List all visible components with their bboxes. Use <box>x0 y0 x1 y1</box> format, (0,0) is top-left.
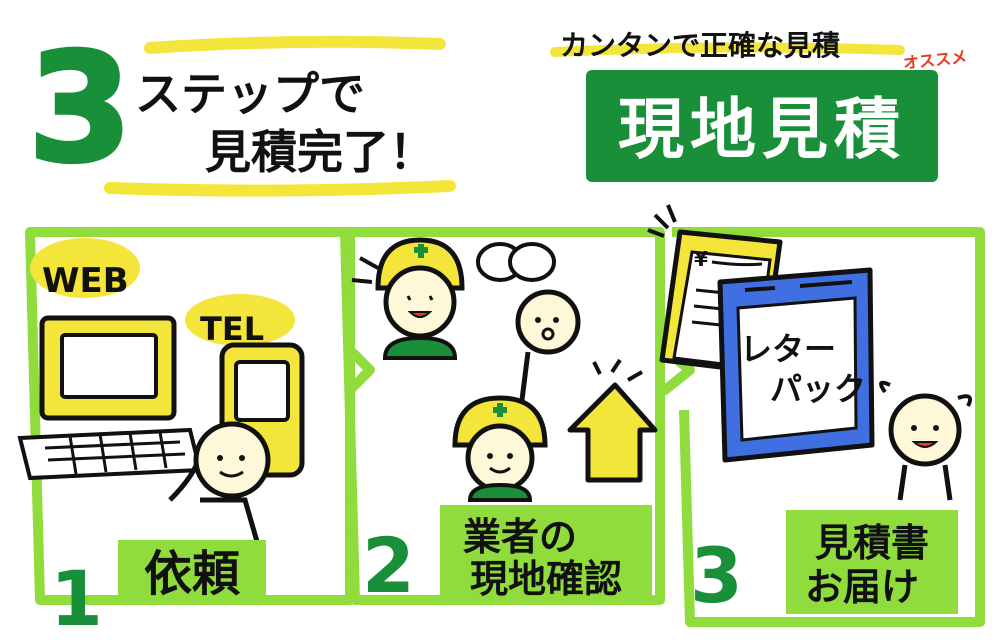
step1-person <box>168 421 271 546</box>
parcel-line1: レター <box>740 330 836 368</box>
step2-label-line2: 現地確認 <box>470 557 622 601</box>
house-icon <box>567 358 658 483</box>
header-group: 3 ステップで 見積完了！ <box>26 20 456 198</box>
speech-bubbles-icon <box>476 242 556 282</box>
step3-person <box>879 380 972 501</box>
badge-recommend: オススメ <box>902 47 968 73</box>
parcel-line2: パック <box>770 370 866 408</box>
step3-number: 3 <box>690 531 743 620</box>
step2-customer <box>515 289 581 401</box>
step2-label-line1: 業者の <box>463 515 577 559</box>
header-big-number: 3 <box>28 22 132 196</box>
step2-label-box <box>440 505 652 605</box>
badge-title-box <box>586 70 938 182</box>
sparkle-icon <box>647 204 677 238</box>
step3-label-line2: お届け <box>805 565 919 609</box>
step2-number: 2 <box>362 521 415 610</box>
step2-panel: 2 業者の 現地確認 <box>340 227 665 610</box>
step3-label-line1: 見積書 <box>815 521 929 565</box>
header-top-line <box>144 35 446 54</box>
badge-group: カンタンで正確な見積 オススメ 現地見積 <box>550 29 968 182</box>
step1-number: 1 <box>50 554 103 642</box>
arrow-1-icon <box>345 345 375 395</box>
worker-2 <box>452 395 548 502</box>
step3-label-box <box>786 510 958 614</box>
computer-icon <box>17 315 203 481</box>
worker-1 <box>351 237 465 360</box>
step2-frame <box>340 227 665 605</box>
header-line2: 見積完了！ <box>205 125 435 179</box>
header-bottom-line <box>104 180 456 197</box>
step1-label: 依頼 <box>144 546 241 602</box>
step1-label-box <box>118 540 266 602</box>
web-highlight <box>30 238 140 298</box>
badge-subtitle-underline <box>550 42 905 57</box>
doc-yen: ¥ <box>694 247 708 271</box>
step3-frame <box>672 227 985 627</box>
badge-title: 現地見積 <box>618 91 906 168</box>
step3-panel: ¥ レター パック 3 見積書 お届け <box>647 204 985 627</box>
letter-pack-icon: レター パック <box>717 267 875 463</box>
tel-label: TEL <box>200 310 264 348</box>
tel-highlight <box>185 294 295 346</box>
web-label: WEB <box>42 261 129 301</box>
badge-subtitle: カンタンで正確な見積 <box>560 29 840 62</box>
header-line1: ステップで <box>135 67 365 121</box>
step1-panel: WEB TEL 1 依頼 <box>17 227 355 642</box>
